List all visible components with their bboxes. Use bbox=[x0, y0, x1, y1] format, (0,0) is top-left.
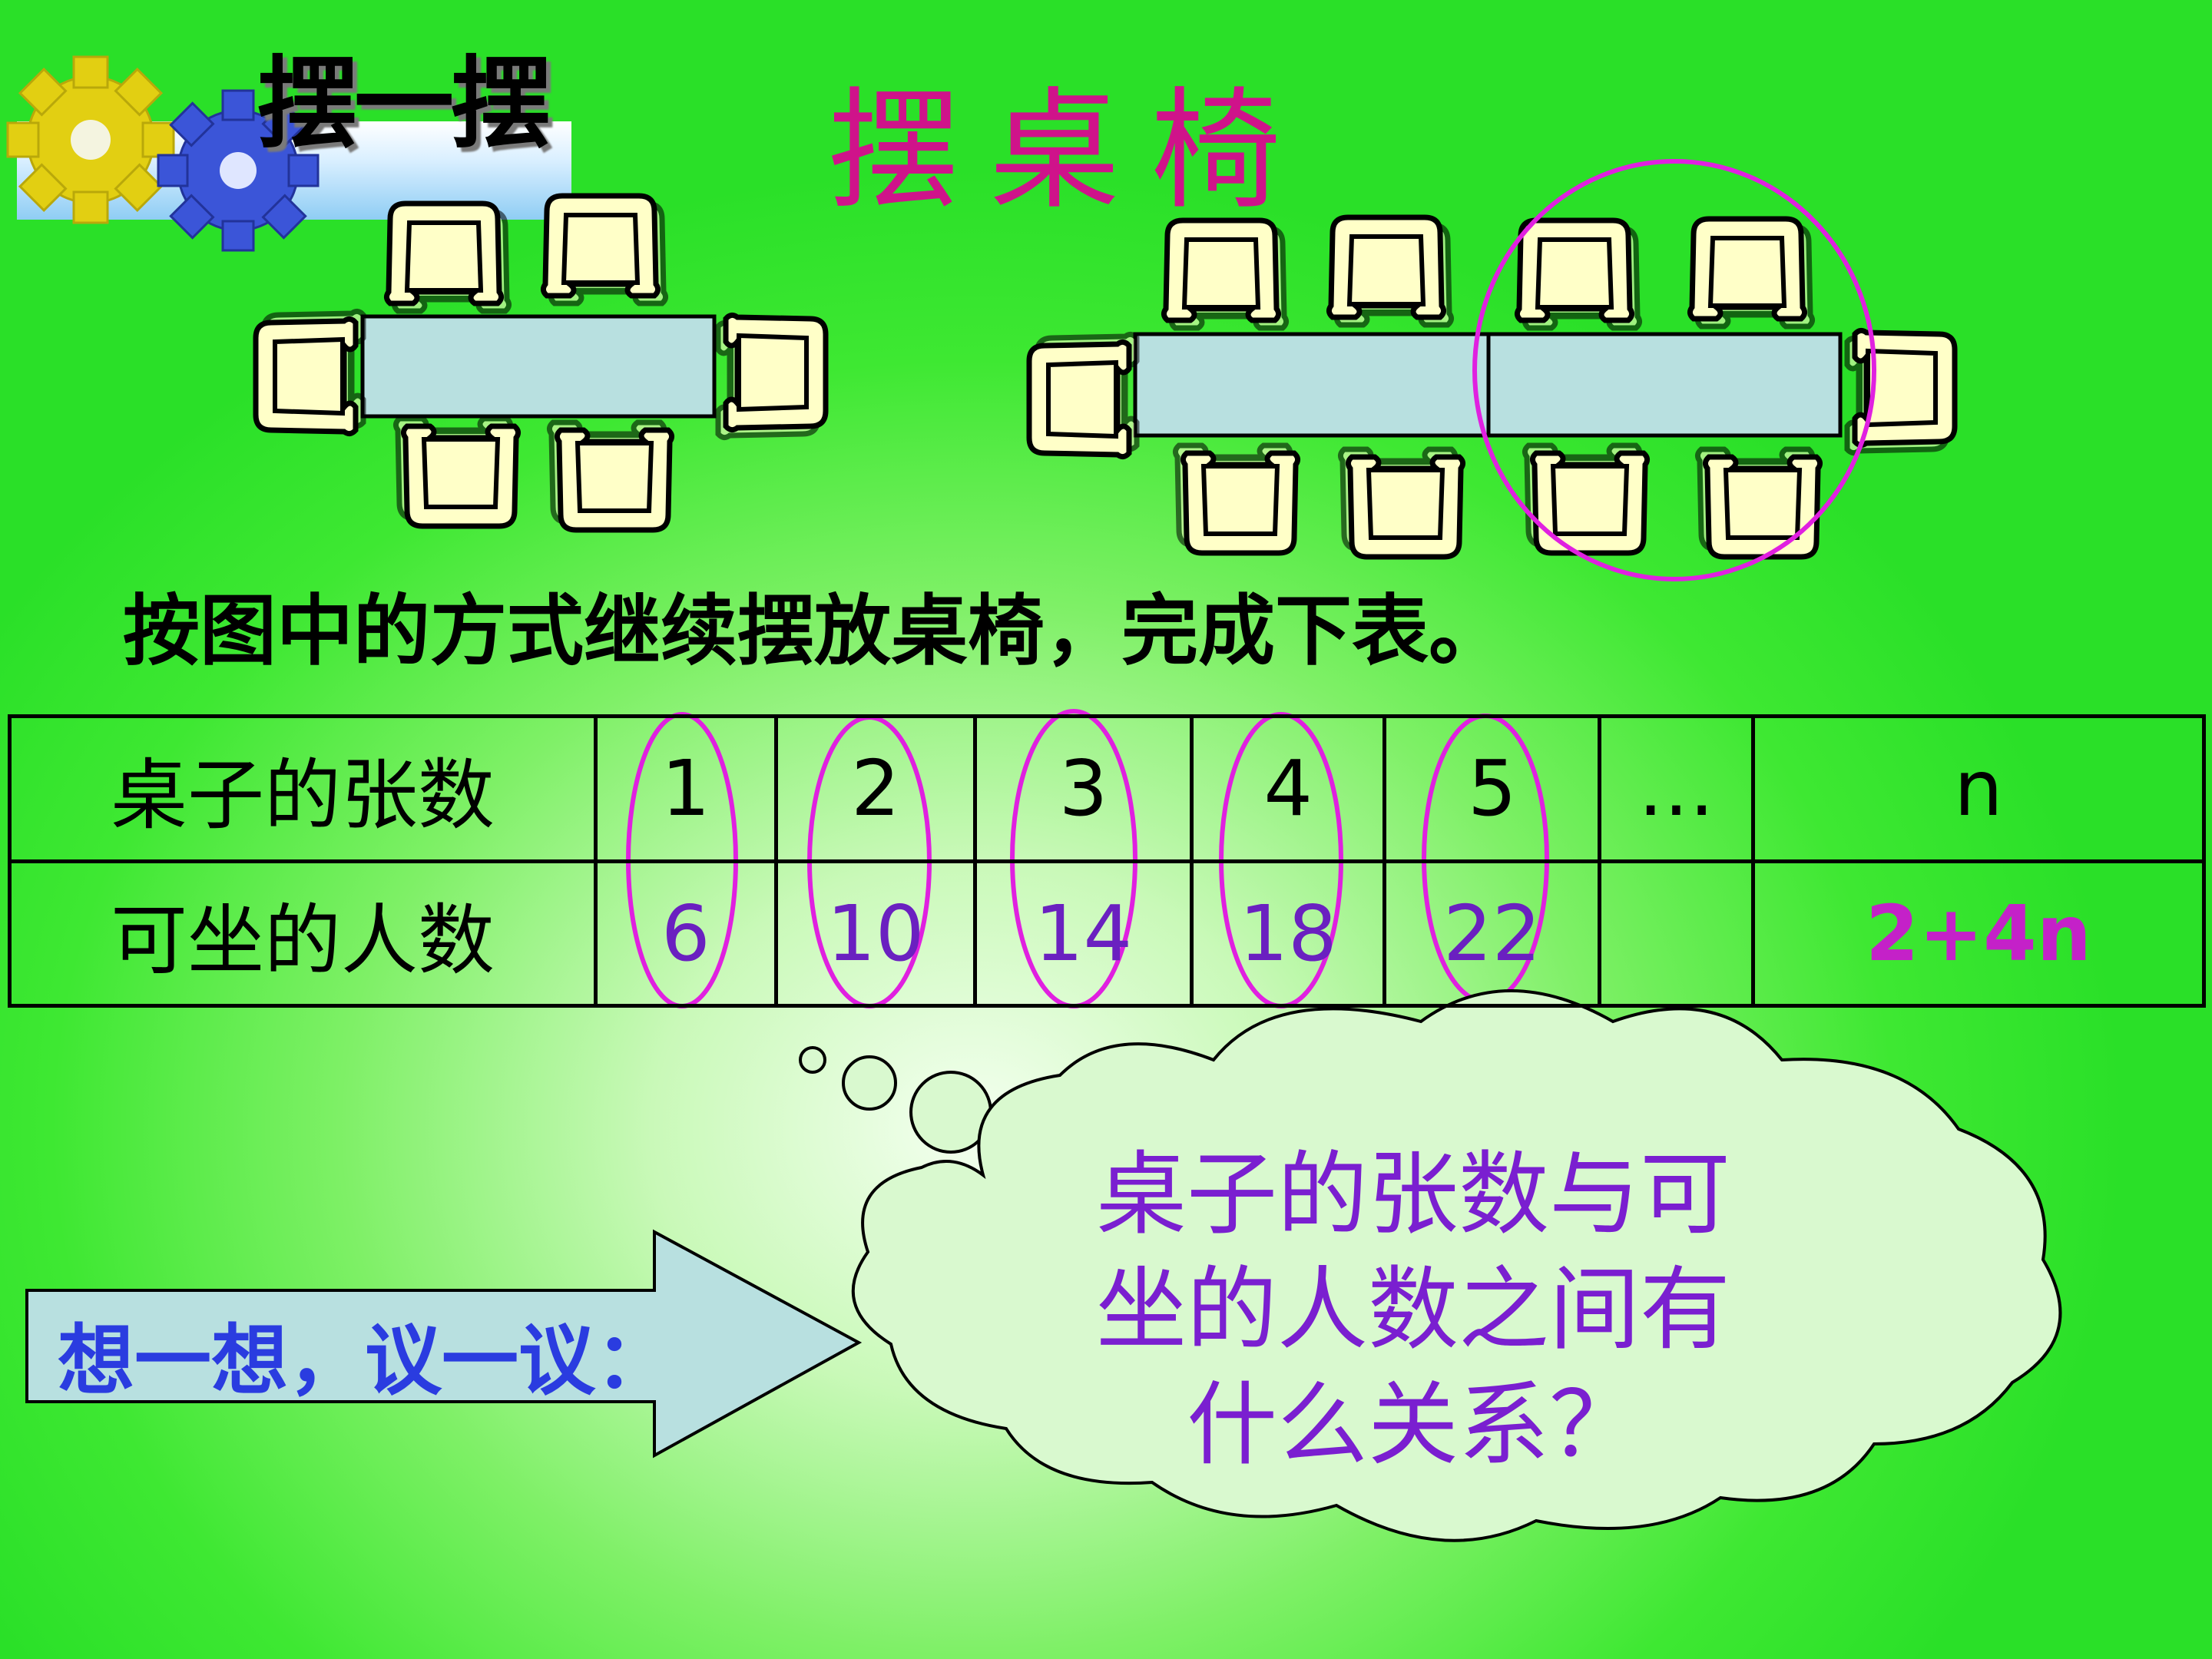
table-row: 可坐的人数 6 10 14 18 22 2+4n bbox=[7, 859, 2207, 1008]
table-cell bbox=[1598, 859, 1755, 1008]
row-header-tables: 桌子的张数 bbox=[7, 714, 598, 863]
table-rect-icon bbox=[360, 314, 717, 419]
table-row: 桌子的张数 1 2 3 4 5 … n bbox=[7, 714, 2207, 863]
table-cell: 1 bbox=[594, 714, 778, 863]
thought-cloud-icon bbox=[799, 989, 2062, 1542]
data-table: 桌子的张数 1 2 3 4 5 … n 可坐的人数 6 10 14 18 22 … bbox=[7, 714, 2207, 1008]
table-cell-formula: 2+4n bbox=[1750, 859, 2207, 1008]
formula-text: 2+4n bbox=[1865, 888, 2091, 979]
cloud-line: 什么关系？ bbox=[1186, 1372, 1640, 1478]
table-cell: 2 bbox=[773, 714, 978, 863]
table-cell: 5 bbox=[1382, 714, 1602, 863]
table-cell: 22 bbox=[1382, 859, 1602, 1008]
cloud-line: 坐的人数之间有 bbox=[1095, 1257, 1730, 1363]
gear-blue-icon bbox=[157, 89, 320, 252]
double-table-arrangement bbox=[1029, 159, 1955, 581]
cloud-line: 桌子的张数与可 bbox=[1095, 1141, 1730, 1247]
instruction-text: 按图中的方式继续摆放桌椅，完成下表。 bbox=[123, 586, 1505, 676]
tag-title: 摆一摆 bbox=[257, 45, 551, 162]
table-cell: 10 bbox=[773, 859, 978, 1008]
table-cell: n bbox=[1750, 714, 2207, 863]
cloud-text: 桌子的张数与可 坐的人数之间有 什么关系？ bbox=[1014, 1137, 1813, 1482]
arrow-text: 想一想，议一议： bbox=[58, 1316, 672, 1406]
main-title: 摆桌椅 bbox=[828, 75, 1313, 227]
gear-yellow-icon bbox=[6, 55, 175, 224]
arrow-right-icon bbox=[25, 1229, 863, 1459]
table-cell: 3 bbox=[973, 714, 1194, 863]
table-rect-icon bbox=[1486, 332, 1843, 438]
table-cell: 18 bbox=[1189, 859, 1387, 1008]
highlight-ellipse bbox=[1472, 159, 1876, 581]
table-cell: 6 bbox=[594, 859, 778, 1008]
table-rect-icon bbox=[1133, 332, 1491, 438]
table-cell: … bbox=[1598, 714, 1755, 863]
single-table-arrangement bbox=[256, 196, 826, 530]
table-cell: 4 bbox=[1189, 714, 1387, 863]
table-cell: 14 bbox=[973, 859, 1194, 1008]
row-header-people: 可坐的人数 bbox=[7, 859, 598, 1008]
